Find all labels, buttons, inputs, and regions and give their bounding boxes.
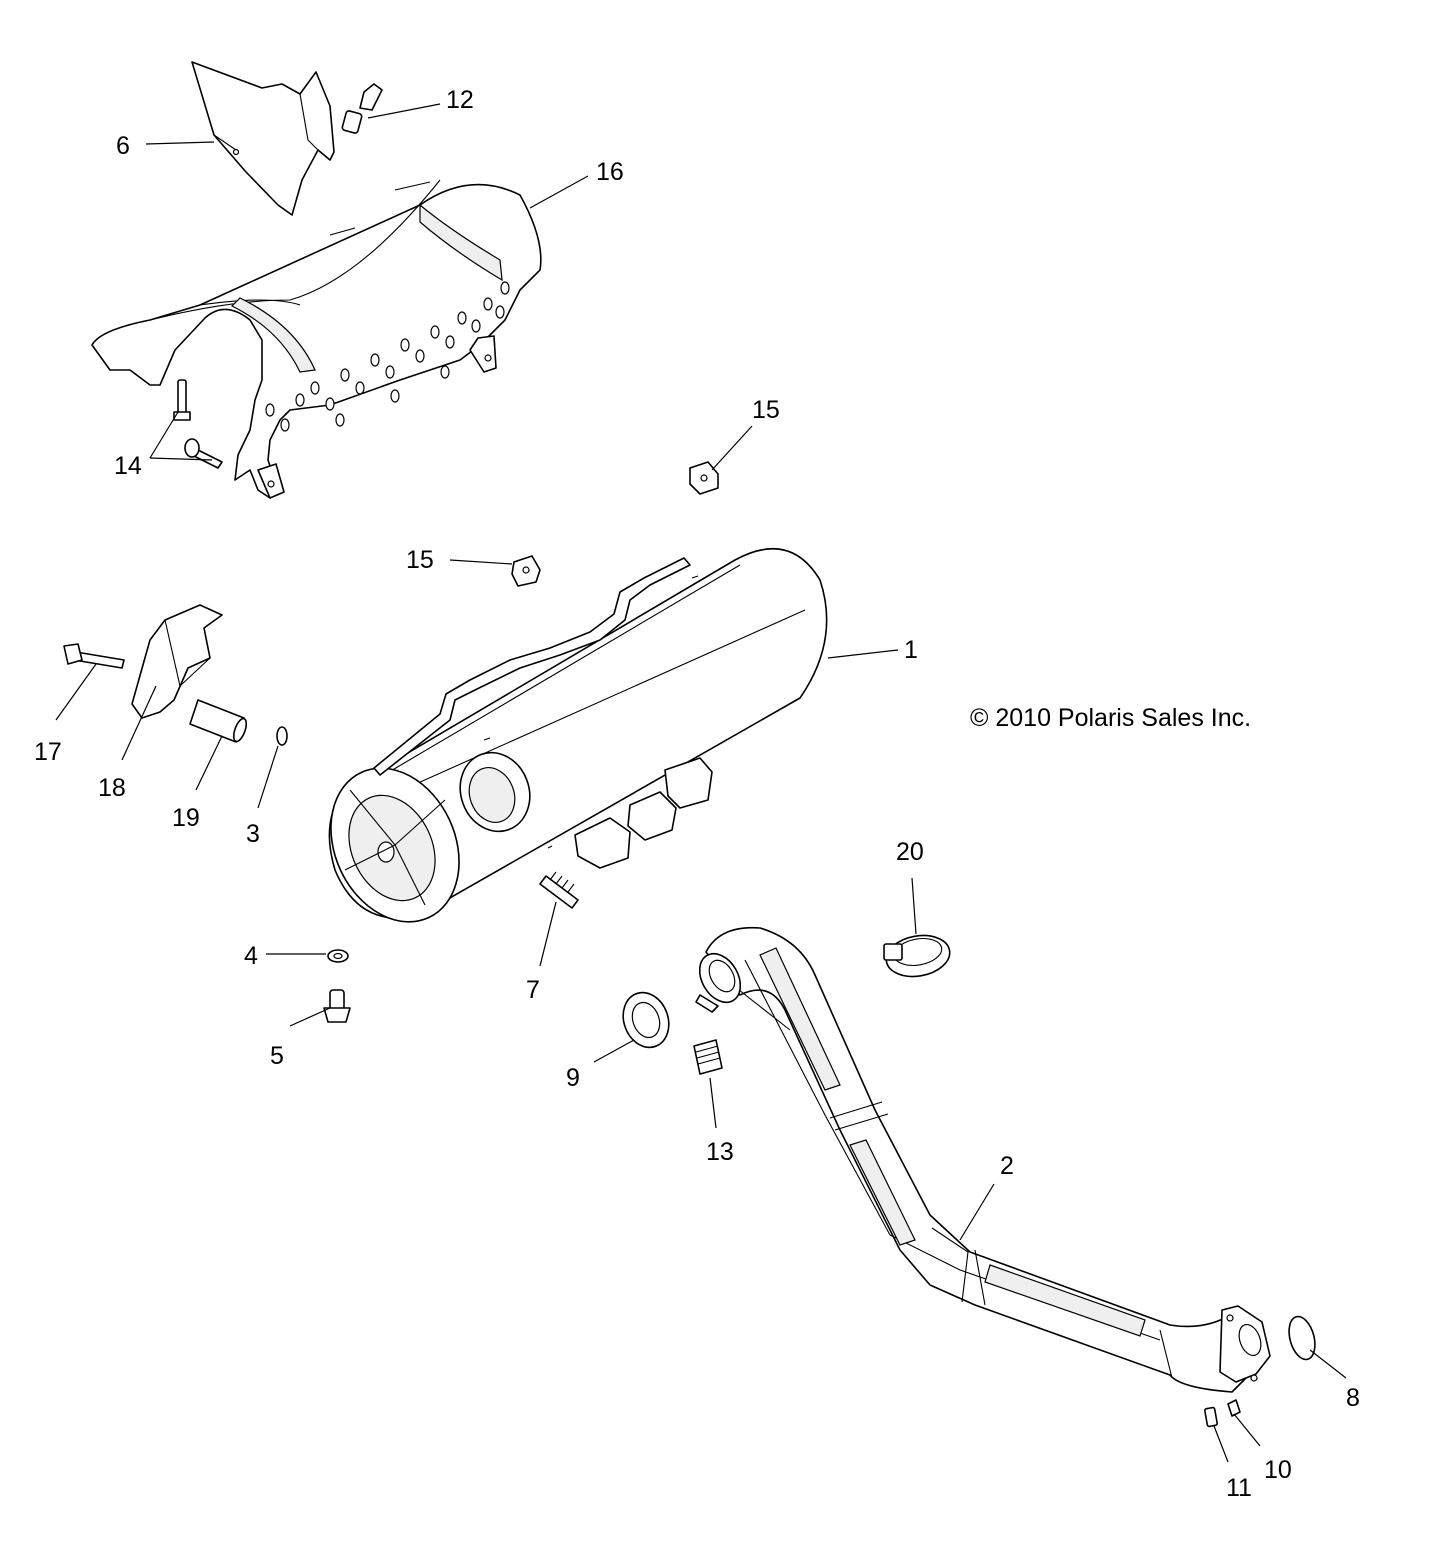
part-10-clip bbox=[1227, 1399, 1241, 1417]
callout-9: 9 bbox=[566, 1064, 580, 1092]
part-13-spring bbox=[693, 1039, 723, 1075]
callout-16: 16 bbox=[596, 158, 624, 186]
callout-17: 17 bbox=[34, 738, 62, 766]
callout-11: 11 bbox=[1226, 1474, 1252, 1502]
part-6-shield-bracket bbox=[191, 61, 335, 216]
part-11-stud bbox=[1204, 1406, 1218, 1428]
perforation-holes bbox=[265, 281, 510, 432]
part-19-spacer bbox=[189, 699, 248, 743]
callout-19: 19 bbox=[172, 804, 200, 832]
part-15-clip-nut-lower bbox=[511, 555, 541, 587]
copyright-notice: © 2010 Polaris Sales Inc. bbox=[970, 704, 1251, 732]
part-17-bolt bbox=[63, 643, 125, 669]
callout-18: 18 bbox=[98, 774, 126, 802]
part-9-gasket bbox=[622, 991, 670, 1049]
part-16-heat-shield bbox=[91, 179, 542, 499]
callout-numbers: 6 12 16 14 15 15 1 17 18 19 3 4 5 7 20 9… bbox=[34, 86, 1360, 1502]
part-14-bolts bbox=[173, 379, 223, 469]
part-18-bracket bbox=[131, 604, 223, 719]
part-4-washer bbox=[327, 949, 349, 963]
part-5-plug bbox=[323, 989, 351, 1023]
part-1-muffler bbox=[328, 547, 828, 923]
callout-3: 3 bbox=[246, 820, 260, 848]
part-12-pin bbox=[341, 83, 383, 134]
part-8-gasket bbox=[1288, 1315, 1316, 1361]
callout-10: 10 bbox=[1264, 1456, 1292, 1484]
callout-13: 13 bbox=[706, 1138, 734, 1166]
callout-15-upper: 15 bbox=[752, 396, 780, 424]
callout-4: 4 bbox=[244, 942, 258, 970]
callout-15-lower: 15 bbox=[406, 546, 434, 574]
callout-12: 12 bbox=[446, 86, 474, 114]
callout-1: 1 bbox=[904, 636, 918, 664]
part-3-oring bbox=[276, 726, 288, 746]
part-7-spring bbox=[539, 871, 579, 909]
callout-7: 7 bbox=[526, 976, 540, 1004]
part-2-head-pipe bbox=[695, 926, 1271, 1393]
callout-6: 6 bbox=[116, 132, 130, 160]
callout-5: 5 bbox=[270, 1042, 284, 1070]
callout-20: 20 bbox=[896, 838, 924, 866]
callout-8: 8 bbox=[1346, 1384, 1360, 1412]
callout-14: 14 bbox=[114, 452, 142, 480]
callout-2: 2 bbox=[1000, 1152, 1014, 1180]
leader-lines bbox=[55, 103, 1347, 1463]
part-20-clamp bbox=[883, 934, 951, 978]
part-15-clip-nut-upper bbox=[689, 461, 719, 495]
